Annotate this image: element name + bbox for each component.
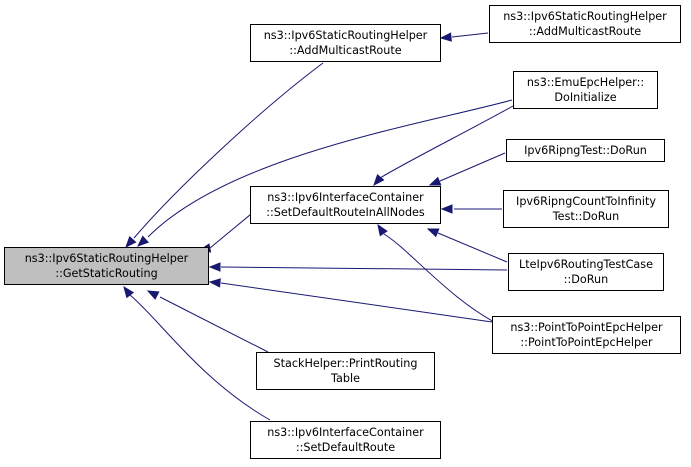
node-label-line: StackHelper::PrintRouting xyxy=(273,357,418,370)
node-label-line: LteIpv6RoutingTestCase xyxy=(519,258,653,271)
edge-set-default-to-root-arrowhead xyxy=(123,285,135,299)
node-label-line: ::GetStaticRouting xyxy=(55,267,158,280)
edge-add-multicast-right-to-mid-arrowhead xyxy=(439,32,452,42)
node-label-line: ::SetDefaultRoute xyxy=(295,441,396,454)
node-label-line: ::AddMulticastRoute xyxy=(289,44,402,57)
node-label-line: ::SetDefaultRouteInAllNodes xyxy=(266,206,425,219)
edge-lte-to-root xyxy=(220,266,508,271)
edge-ripng-test-to-set-default-all xyxy=(439,152,506,182)
edge-ripng-test-to-set-default-all-arrowhead xyxy=(428,176,442,186)
edge-set-default-all-to-root xyxy=(209,209,257,249)
node-label-line: ::PointToPointEpcHelper xyxy=(520,336,653,349)
node-label-line: Test::DoRun xyxy=(552,210,620,223)
node-label-line: ns3::PointToPointEpcHelper xyxy=(510,321,663,334)
edge-p2p-to-root-arrowhead xyxy=(208,278,221,288)
node-label-line: ::DoRun xyxy=(563,273,609,286)
node-add-multicast-route-mid[interactable]: ns3::Ipv6StaticRoutingHelper ::AddMultic… xyxy=(250,24,441,62)
node-label-line: ns3::Ipv6StaticRoutingHelper xyxy=(263,29,428,42)
edge-add-multicast-mid-to-root-arrowhead xyxy=(125,236,137,249)
node-point-to-point-epc-helper[interactable]: ns3::PointToPointEpcHelper ::PointToPoin… xyxy=(492,316,681,354)
edge-add-multicast-mid-to-root xyxy=(133,62,324,239)
node-label-line: ::AddMulticastRoute xyxy=(528,25,642,38)
node-label-line: ns3::Ipv6StaticRoutingHelper xyxy=(24,252,189,265)
edge-stack-helper-to-root xyxy=(159,296,269,353)
node-set-default-route-in-all-nodes[interactable]: ns3::Ipv6InterfaceContainer ::SetDefault… xyxy=(250,186,441,224)
edge-set-default-to-root xyxy=(129,294,271,421)
node-label-line: DoInitialize xyxy=(554,91,617,104)
node-add-multicast-route-right[interactable]: ns3::Ipv6StaticRoutingHelper ::AddMultic… xyxy=(489,5,681,43)
node-label-line: ns3::EmuEpcHelper:: xyxy=(526,76,645,89)
node-ripng-count-to-infinity[interactable]: Ipv6RipngCountToInfinity Test::DoRun xyxy=(503,190,669,228)
edge-p2p-to-set-default-all xyxy=(383,233,501,326)
edge-emu-epc-to-set-default-all-arrowhead xyxy=(373,173,385,187)
node-label-line: ns3::Ipv6InterfaceContainer xyxy=(267,191,424,204)
edge-lte-to-set-default-all xyxy=(437,232,508,263)
node-stack-helper-print-routing-table[interactable]: StackHelper::PrintRouting Table xyxy=(256,352,435,390)
node-label-line: Ipv6RipngTest::DoRun xyxy=(524,144,647,157)
node-get-static-routing: ns3::Ipv6StaticRoutingHelper ::GetStatic… xyxy=(4,247,209,285)
edge-emu-epc-to-root xyxy=(147,99,513,238)
edge-add-multicast-right-to-mid xyxy=(451,32,489,38)
edge-lte-to-set-default-all-arrowhead xyxy=(426,228,440,238)
node-ripng-test-do-run[interactable]: Ipv6RipngTest::DoRun xyxy=(506,139,665,162)
node-label-line: Table xyxy=(331,372,360,385)
edge-emu-epc-to-root-arrowhead xyxy=(136,235,149,247)
node-label-line: Ipv6RipngCountToInfinity xyxy=(516,195,656,208)
edge-p2p-to-root xyxy=(220,282,493,323)
edge-emu-epc-to-set-default-all xyxy=(379,105,514,179)
node-lte-ipv6-routing-test-case[interactable]: LteIpv6RoutingTestCase ::DoRun xyxy=(508,253,664,291)
edge-stack-helper-to-root-arrowhead xyxy=(146,290,160,300)
edge-ripng-count-to-set-default-all-arrowhead xyxy=(440,204,453,214)
edge-p2p-to-set-default-all-arrowhead xyxy=(377,223,388,237)
edge-lte-to-root-arrowhead xyxy=(208,262,221,272)
node-label-line: ns3::Ipv6StaticRoutingHelper xyxy=(503,10,667,23)
node-label-line: ns3::Ipv6InterfaceContainer xyxy=(267,426,424,439)
node-set-default-route[interactable]: ns3::Ipv6InterfaceContainer ::SetDefault… xyxy=(250,421,441,459)
node-emu-epc-do-initialize[interactable]: ns3::EmuEpcHelper:: DoInitialize xyxy=(513,71,658,109)
